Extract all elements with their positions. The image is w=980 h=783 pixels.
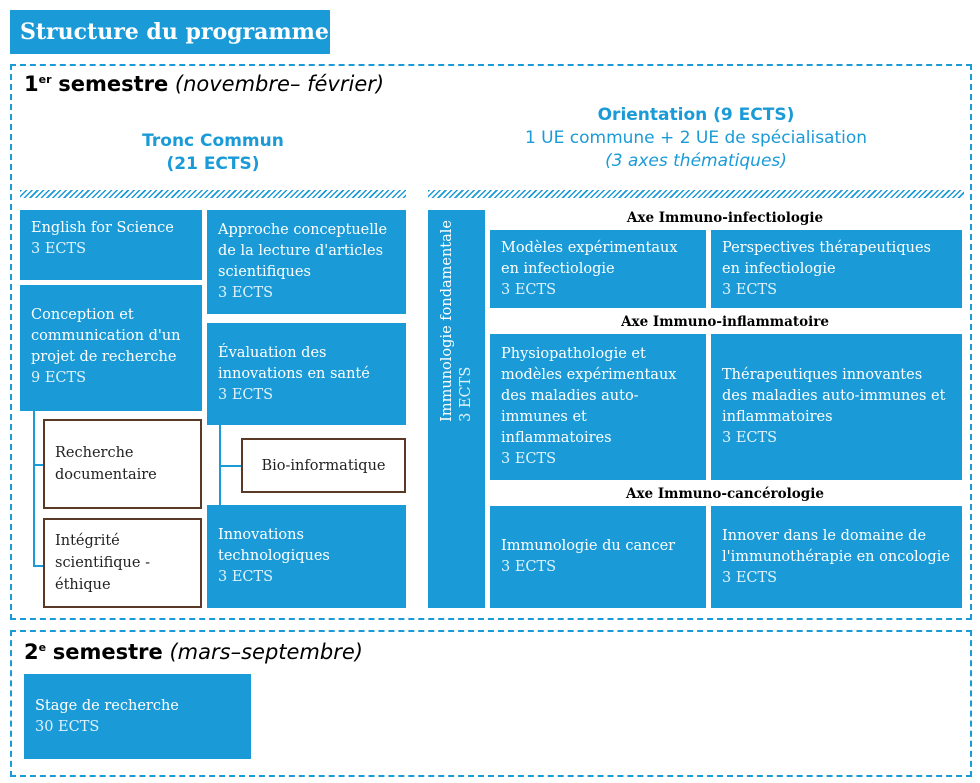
ue-modeles-experimentaux-infectiologie: Modèles expérimentaux en infectiologie 3… [490, 230, 706, 308]
ue-physiopathologie-modeles: Physiopathologie et modèles expérimentau… [490, 334, 706, 480]
semester2-frame [10, 630, 972, 777]
axe-title: Axe Immuno-cancérologie [626, 486, 824, 502]
ue-conception-communication: Conception et communication d'un projet … [20, 285, 202, 411]
module-bio-informatique: Bio-informatique [241, 438, 406, 493]
ue-innovations-technologiques: Innovations technologiques 3 ECTS [207, 505, 406, 608]
page-title: Structure du programme [10, 10, 330, 54]
module-recherche-documentaire: Recherche documentaire [43, 419, 202, 509]
ue-evaluation-innovations: Évaluation des innovations en santé 3 EC… [207, 323, 406, 425]
module-integrite-scientifique: Intégrité scientifique - éthique [43, 518, 202, 608]
semester1-title: 1er semestre (novembre– février) [24, 72, 385, 96]
tronc-commun-divider [20, 190, 406, 198]
orientation-divider [428, 190, 964, 198]
ue-approche-conceptuelle: Approche conceptuelle de la lecture d'ar… [207, 210, 406, 314]
connector-bioinfo [219, 465, 241, 467]
ue-english-for-science: English for Science 3 ECTS [20, 210, 202, 280]
tronc-commun-heading: Tronc Commun (21 ECTS) [142, 131, 284, 174]
connector-conception [33, 411, 35, 567]
axe-title: Axe Immuno-inflammatoire [621, 314, 829, 330]
ue-immunologie-du-cancer: Immunologie du cancer 3 ECTS [490, 506, 706, 608]
connector-recherche [33, 464, 43, 466]
ue-stage-de-recherche: Stage de recherche 30 ECTS [24, 674, 251, 759]
connector-integrite [33, 565, 43, 567]
semester1-frame [10, 64, 972, 620]
ue-immunologie-fondamentale: Immunologie fondamentale 3 ECTS [428, 210, 485, 608]
semester2-title: 2e semestre (mars–septembre) [24, 640, 363, 664]
axe-title: Axe Immuno-infectiologie [626, 210, 824, 226]
ue-perspectives-therapeutiques-infectiologie: Perspectives thérapeutiques en infectiol… [711, 230, 962, 308]
ue-therapeutiques-innovantes: Thérapeutiques innovantes des maladies a… [711, 334, 962, 480]
ue-innover-immunotherapie: Innover dans le domaine de l'immunothéra… [711, 506, 962, 608]
orientation-heading: Orientation (9 ECTS) 1 UE commune + 2 UE… [524, 105, 868, 171]
